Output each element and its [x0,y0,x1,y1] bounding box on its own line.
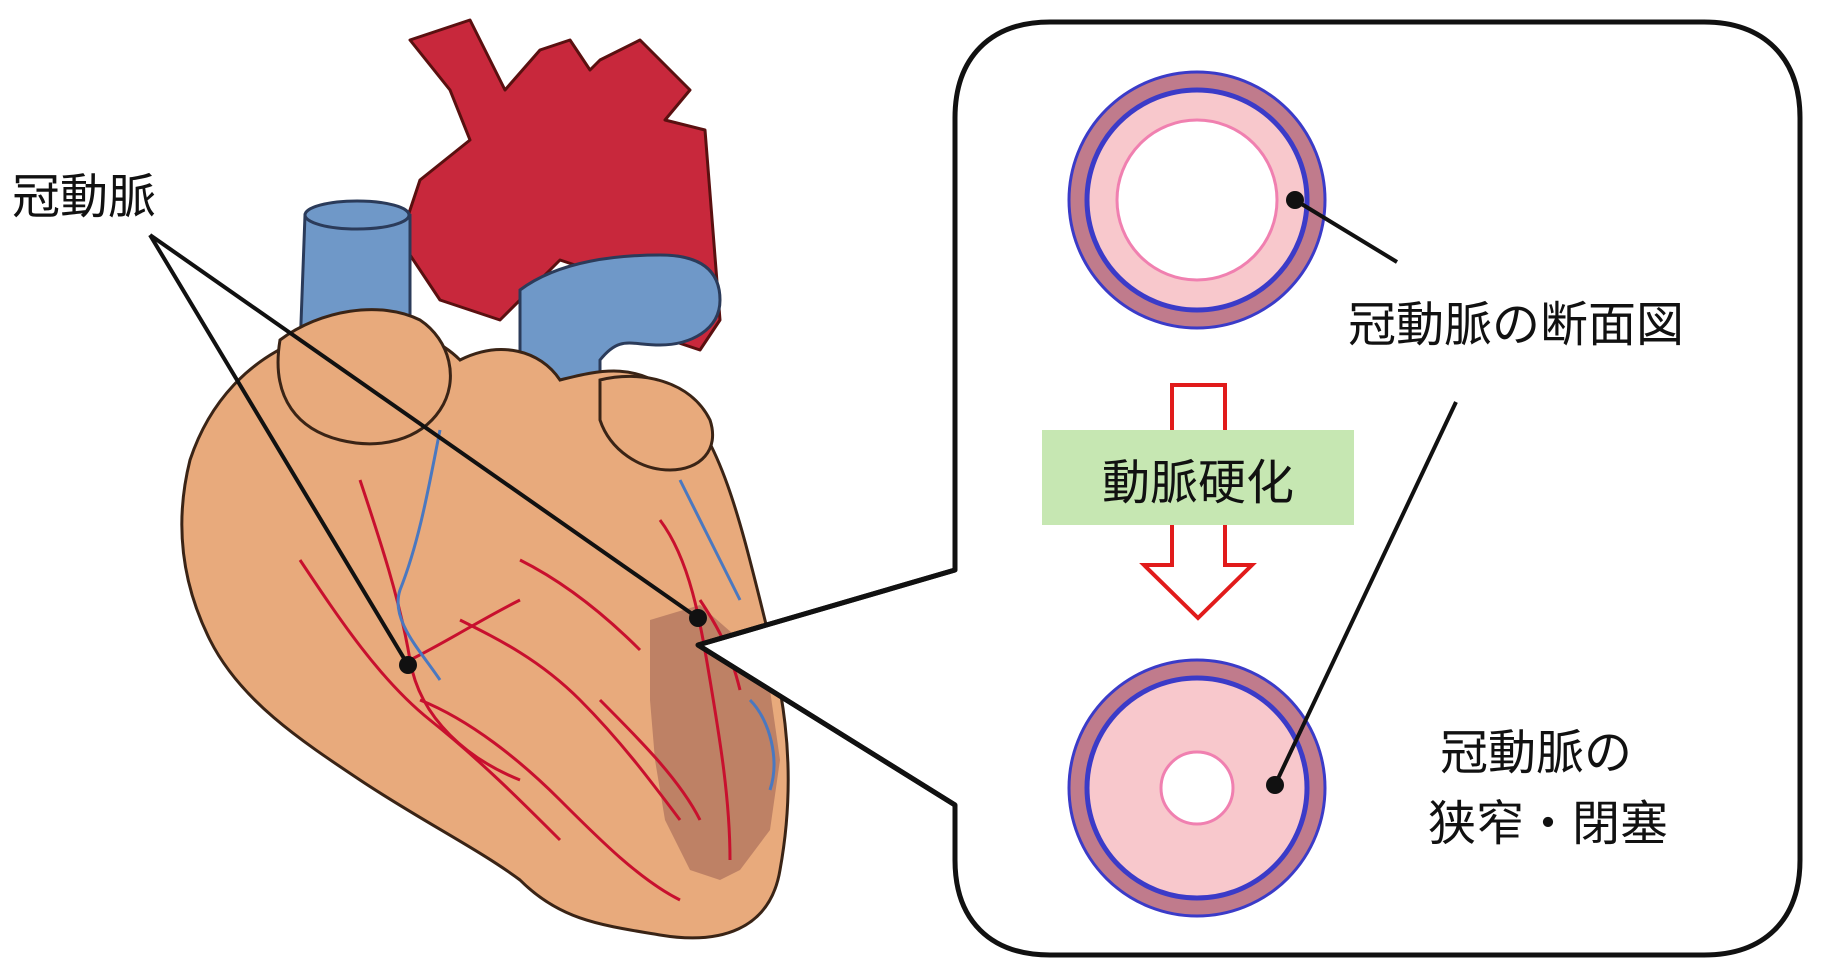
pointer-dot-1 [399,656,417,674]
process-label: 動脈硬化 [1102,443,1294,513]
narrowing-label-line1: 冠動脈の [1440,726,1632,781]
narrowing-label-line2: 狭窄・閉塞 [1428,797,1668,852]
process-box: 動脈硬化 [1042,430,1354,525]
artery-cross-section-narrowed [1069,660,1325,916]
vena-cava-top [305,201,409,229]
coronary-artery-label: 冠動脈 [12,170,156,225]
heart-illustration [182,20,788,938]
cross-section-label: 冠動脈の断面図 [1348,298,1684,353]
pointer-dot-4 [1266,776,1284,794]
pointer-dot-2 [689,609,707,627]
pointer-dot-3 [1286,191,1304,209]
left-atrium [278,310,450,444]
